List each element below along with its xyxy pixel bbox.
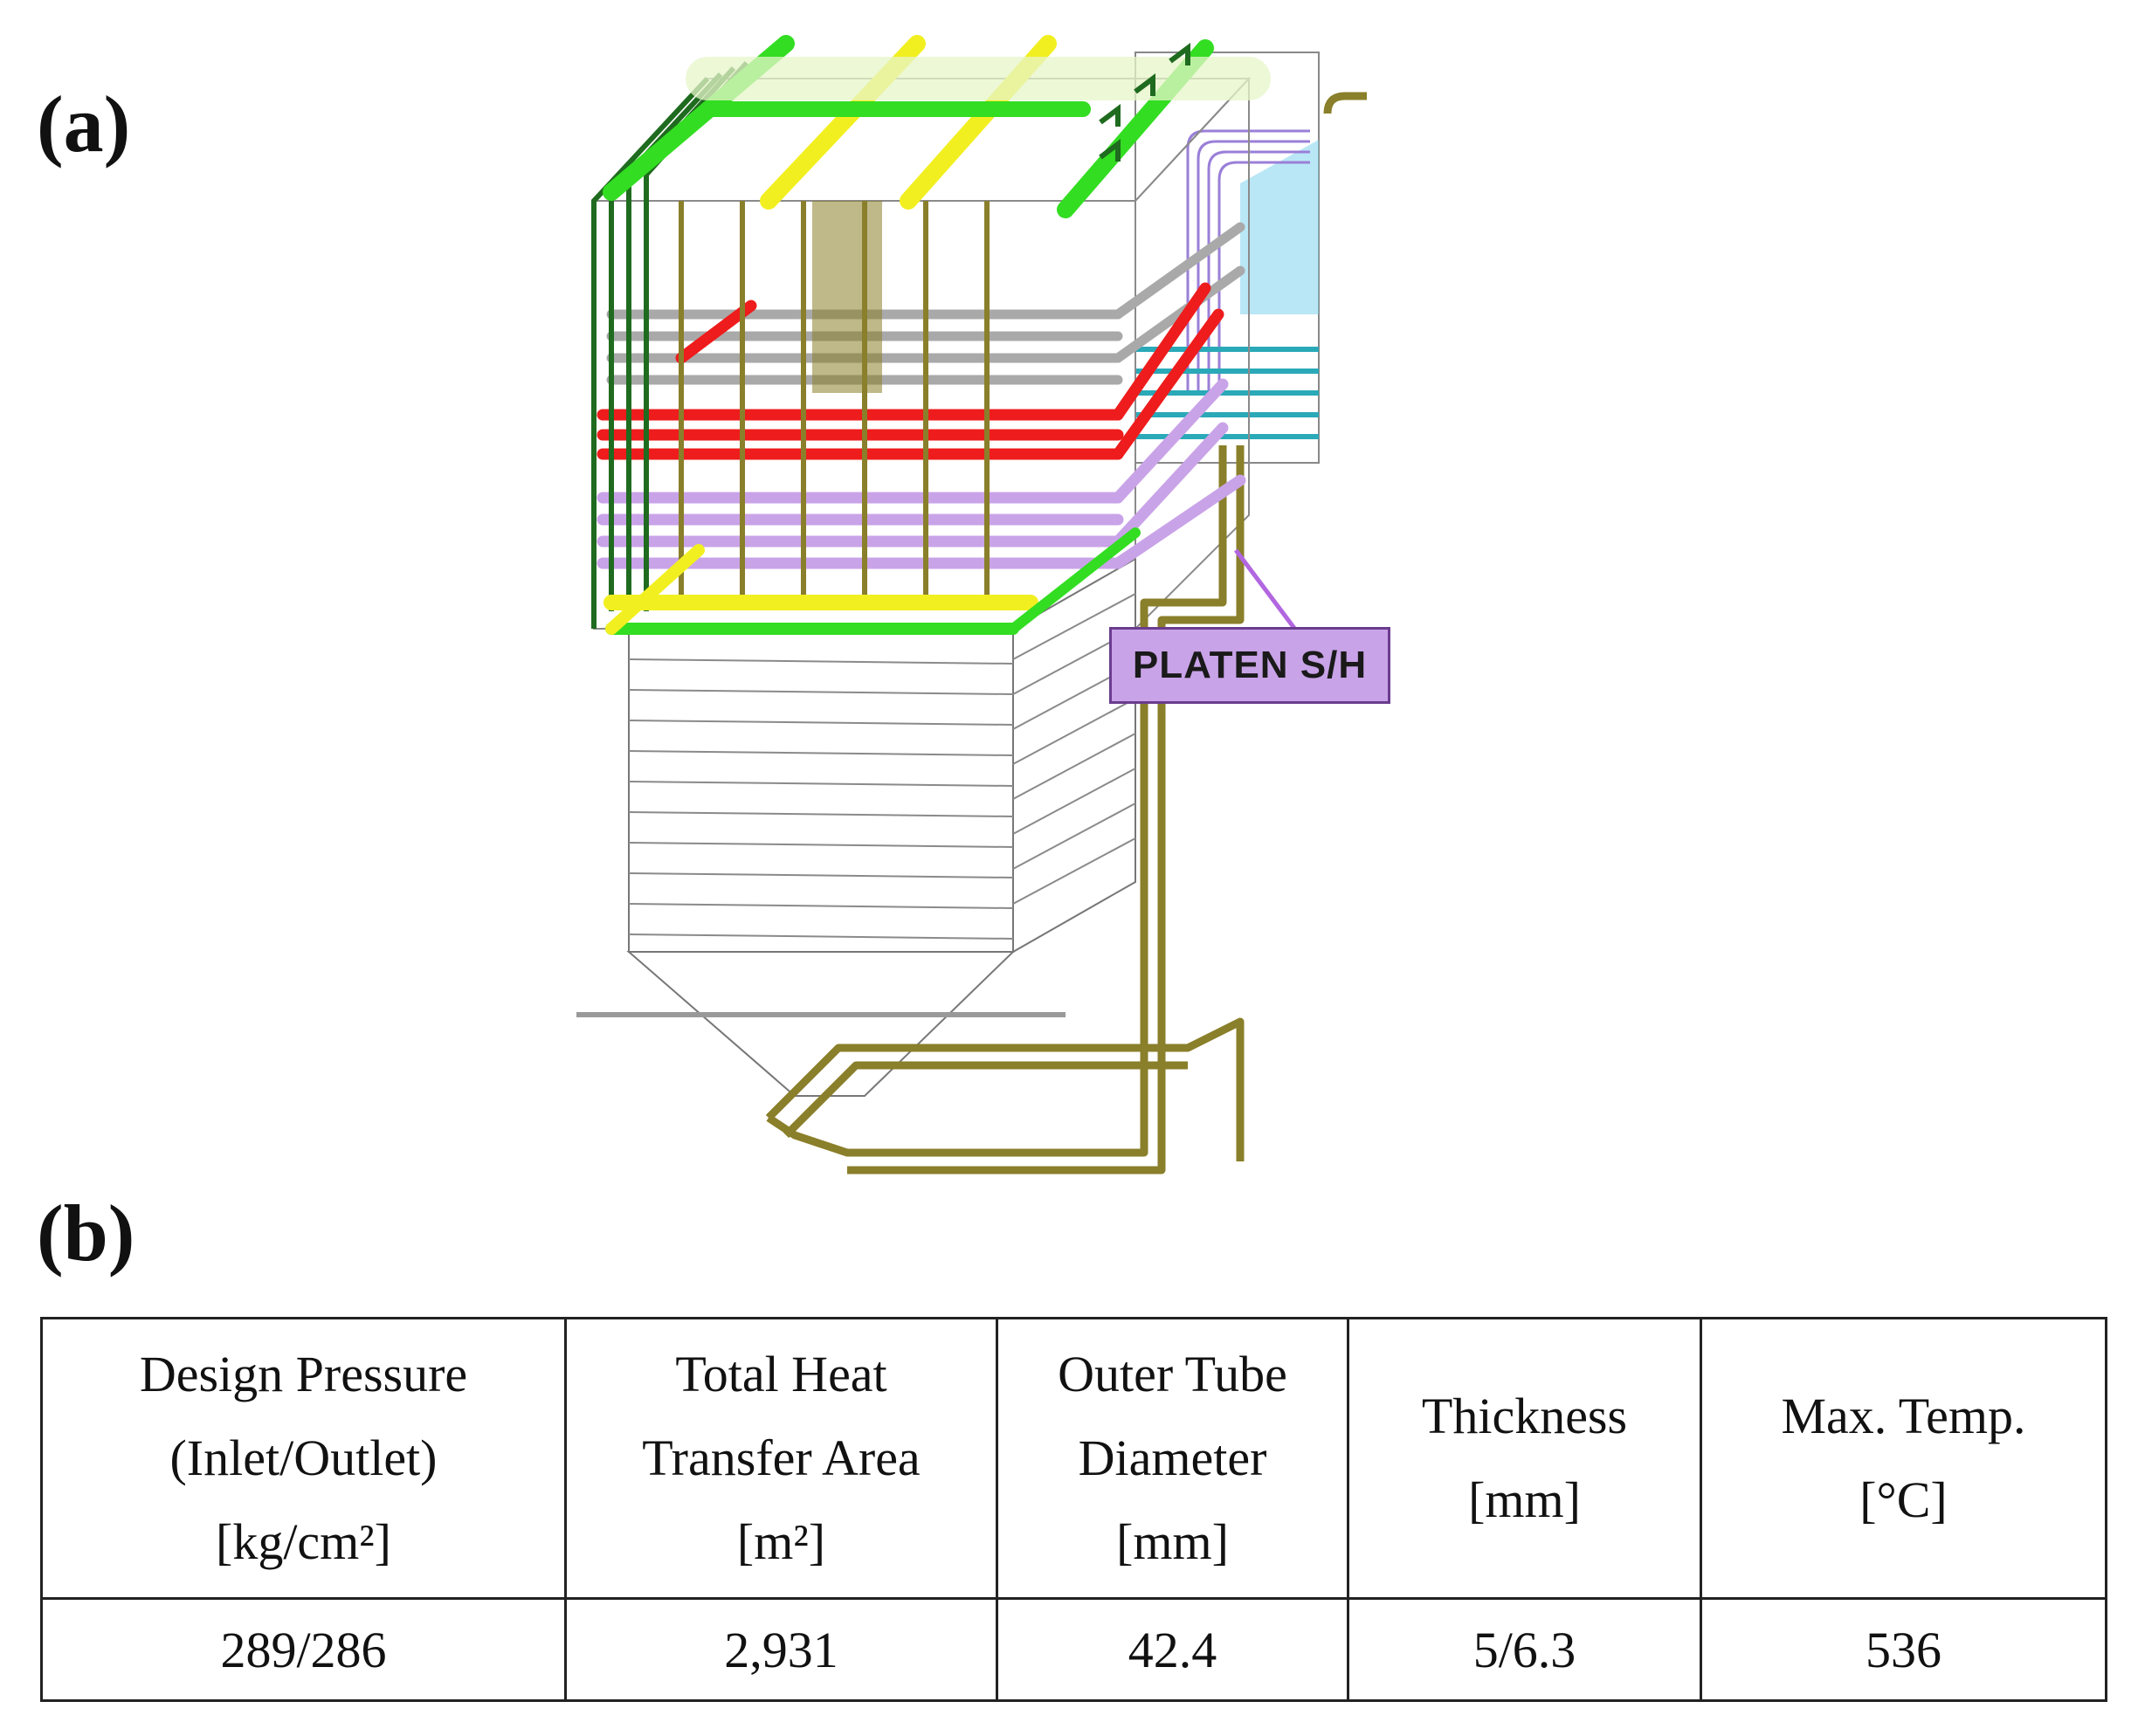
cell-design-pressure: 289/286 xyxy=(40,1597,567,1702)
cell-heat-transfer-area: 2,931 xyxy=(564,1597,998,1702)
panel-label-a: (a) xyxy=(37,79,131,169)
panel-label-b: (b) xyxy=(37,1188,135,1278)
platen-sh-callout: PLATEN S/H xyxy=(1109,627,1390,704)
spec-table: Design Pressure (Inlet/Outlet) [kg/cm²] … xyxy=(40,1317,2107,1702)
roof-headers xyxy=(603,35,1271,218)
hanger-tubes xyxy=(679,201,990,603)
roof-brackets xyxy=(1099,43,1190,162)
header-max-temp: Max. Temp. [°C] xyxy=(1700,1317,2107,1600)
boiler-schematic xyxy=(576,35,1367,1175)
furnace-lower xyxy=(576,557,1136,1097)
cell-thickness: 5/6.3 xyxy=(1347,1597,1702,1702)
cell-outer-tube-diameter: 42.4 xyxy=(996,1597,1349,1702)
table-header-row: Design Pressure (Inlet/Outlet) [kg/cm²] … xyxy=(40,1317,2107,1600)
header-outer-tube-diameter: Outer Tube Diameter [mm] xyxy=(996,1317,1349,1600)
header-heat-transfer-area: Total Heat Transfer Area [m²] xyxy=(564,1317,998,1600)
rear-duct xyxy=(1135,52,1320,464)
division-wall xyxy=(812,201,882,393)
cell-max-temp: 536 xyxy=(1700,1597,2107,1702)
red-tube-bank xyxy=(597,282,1224,460)
header-thickness: Thickness [mm] xyxy=(1347,1317,1702,1600)
header-design-pressure: Design Pressure (Inlet/Outlet) [kg/cm²] xyxy=(40,1317,567,1600)
callout-leader xyxy=(1234,548,1303,639)
downcomer-piping xyxy=(765,92,1367,1175)
table-row: 289/286 2,931 42.4 5/6.3 536 xyxy=(40,1597,2107,1702)
bottom-headers xyxy=(603,527,1141,635)
platen-sh-tube-bank xyxy=(597,378,1246,569)
